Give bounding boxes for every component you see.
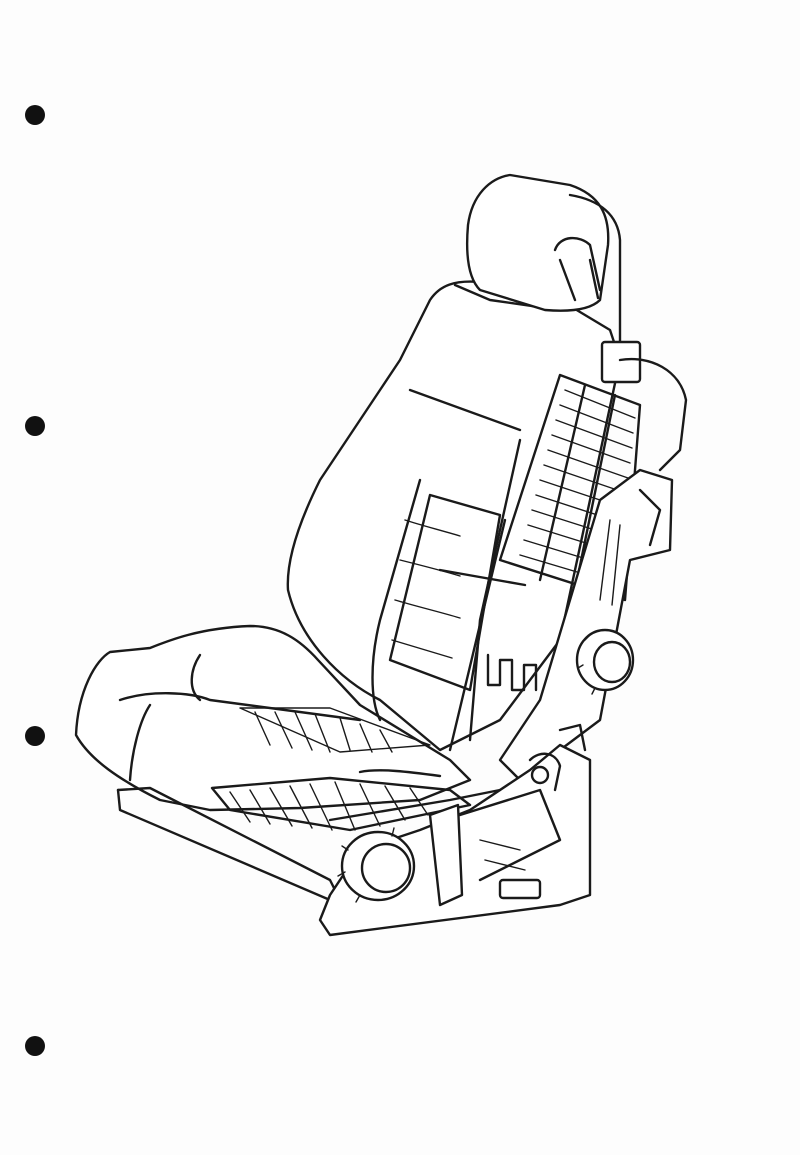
seat-cushion-icon (74, 624, 472, 812)
headrest-icon (465, 173, 622, 352)
side-frame-icon (498, 357, 688, 782)
spring-frame-icon (438, 340, 642, 752)
backrest-icon (286, 280, 622, 752)
seat-springs-icon (210, 769, 472, 832)
binder-hole (25, 105, 45, 125)
binder-hole (25, 1036, 45, 1056)
height-knob-icon (337, 827, 416, 903)
binder-hole (25, 726, 45, 746)
binder-hole (25, 416, 45, 436)
lever-icon (528, 723, 587, 792)
recline-knob-icon (575, 628, 635, 695)
